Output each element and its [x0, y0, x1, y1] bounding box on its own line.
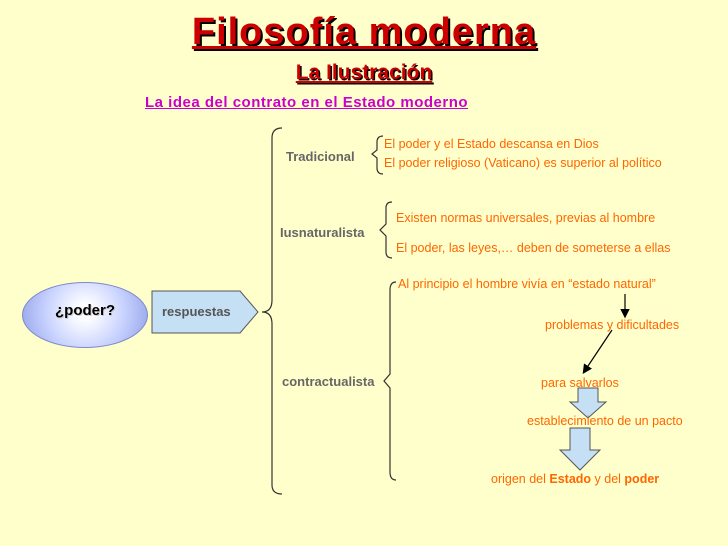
contract-step-2: problemas y dificultades: [545, 318, 680, 332]
question-ellipse: [22, 282, 148, 348]
tradicional-item-2: El poder religioso (Vaticano) es superio…: [384, 156, 662, 170]
page-title: Filosofía moderna: [191, 11, 537, 53]
brace-iusnaturalista: [379, 201, 393, 259]
contract-step-4: establecimiento de un pacto: [527, 414, 683, 428]
category-tradicional: Tradicional: [286, 149, 355, 164]
respuestas-arrow-shape: [151, 290, 259, 334]
contract-step-3: para salvarlos: [541, 376, 619, 390]
final-middle: y del: [591, 472, 625, 486]
arrow-to-salvarlos: [582, 329, 613, 374]
contract-step-1: Al principio el hombre vivía en “estado …: [398, 277, 656, 291]
block-arrow-2: [558, 427, 602, 471]
block-arrow-1: [568, 387, 608, 419]
iusnaturalista-item-1: Existen normas universales, previas al h…: [396, 211, 656, 225]
iusnaturalista-item-2: El poder, las leyes,… deben de someterse…: [396, 241, 671, 255]
final-prefix: origen del: [491, 472, 550, 486]
brace-tradicional: [371, 135, 384, 175]
question-label: ¿poder?: [55, 302, 115, 319]
tradicional-item-1: El poder y el Estado descansa en Dios: [384, 137, 599, 151]
category-iusnaturalista: Iusnaturalista: [280, 225, 365, 240]
main-brace: [261, 127, 283, 495]
category-contractualista: contractualista: [282, 374, 375, 389]
page-subtitle: La Ilustración: [295, 61, 433, 84]
answers-label: respuestas: [162, 304, 231, 319]
brace-contractualista: [383, 281, 397, 481]
contract-final: origen del Estado y del poder: [491, 472, 659, 486]
final-estado: Estado: [549, 472, 592, 486]
final-poder: poder: [624, 472, 660, 486]
section-heading: La idea del contrato en el Estado modern…: [145, 94, 469, 111]
